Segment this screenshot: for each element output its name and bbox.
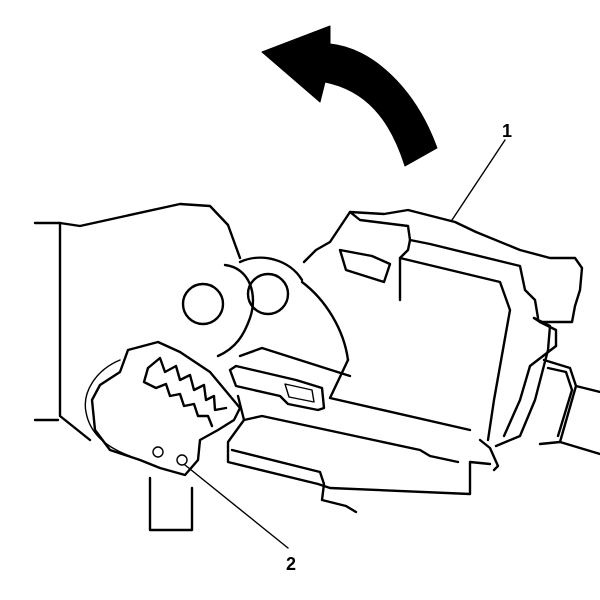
callout-2: 2 <box>184 464 296 574</box>
mounting-hole <box>152 446 164 458</box>
callout-2-leader <box>184 464 289 549</box>
mounting-hole <box>176 454 188 466</box>
callout-1-label: 1 <box>502 121 512 141</box>
rotation-arrow-icon <box>261 25 438 167</box>
callout-1: 1 <box>451 121 512 221</box>
column-bracket <box>33 202 304 532</box>
callout-1-leader <box>451 139 506 221</box>
callout-2-label: 2 <box>286 554 296 574</box>
sector-gear <box>84 340 242 477</box>
ignition-switch-body <box>226 208 600 514</box>
